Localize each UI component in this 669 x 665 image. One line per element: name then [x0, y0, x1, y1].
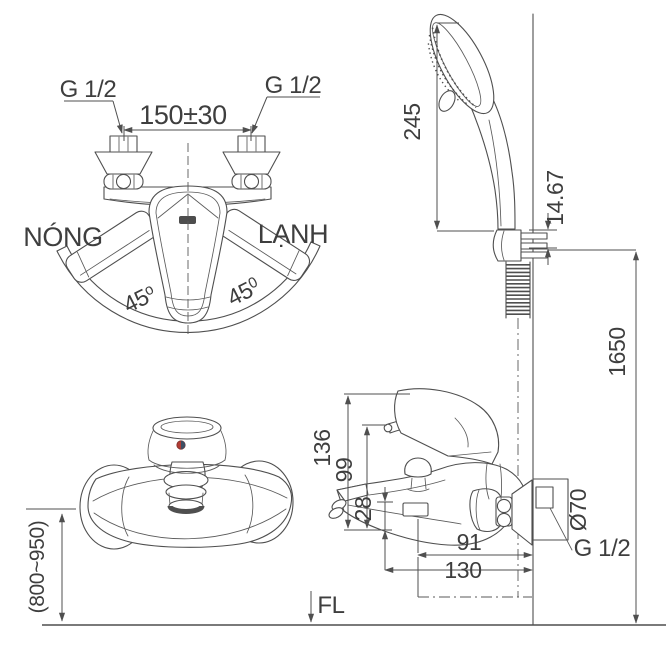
spout-outlet-ring [328, 507, 344, 519]
mixer-lever-handle [394, 388, 500, 465]
eccentric-connector [469, 488, 502, 532]
mixer-side-view: 136 99 28 91 130 Ø70 G 1/2 [309, 388, 631, 598]
escutcheon-diameter-label: Ø70 [565, 489, 591, 531]
aerator-face [167, 505, 205, 514]
thread-label-right: G 1/2 [265, 72, 322, 99]
shower-head [427, 13, 495, 115]
shower-bracket [492, 229, 548, 262]
mount-height-dimension: (800~950) [26, 508, 76, 622]
front-view-dimensions: 150±30 G 1/2 G 1/2 NÓNG LẠNH 45o 450 [23, 72, 328, 318]
wall-thread-leader [549, 507, 573, 551]
mixer-front-view: 150±30 G 1/2 G 1/2 NÓNG LẠNH 45o 450 [23, 72, 329, 338]
body-height-dim-text: 99 [331, 458, 357, 483]
cone-escutcheon [511, 479, 533, 546]
center-distance-dim-text: 150±30 [139, 100, 227, 130]
floor-level-marker: FL [307, 591, 345, 623]
inlet-right [222, 135, 281, 190]
inlet-left [94, 135, 153, 190]
spout-reach-dim-text: 91 [457, 529, 482, 555]
handle-position-right [218, 208, 311, 281]
side-view-dimensions: 136 99 28 91 130 Ø70 G 1/2 [309, 393, 631, 598]
in-wall-fitting [532, 478, 569, 541]
install-height-dim-text: 1650 [604, 327, 630, 377]
overall-reach-dim-text: 130 [444, 557, 481, 583]
spout-aerator [402, 502, 429, 517]
wall-thread-label: G 1/2 [574, 535, 631, 562]
top-view-handle [147, 416, 227, 474]
overall-height-dim-text: 136 [309, 429, 335, 466]
mixer-top-view: (800~950) [26, 416, 294, 622]
brand-logo-mark [179, 216, 196, 224]
mount-height-range-text: (800~950) [26, 521, 49, 614]
top-view-spout [163, 470, 209, 514]
shower-mode-button [438, 90, 456, 112]
bracket-offset-dim-text: 14.67 [542, 170, 568, 226]
hot-label: NÓNG [23, 221, 102, 252]
spout-drop-dim-text: 28 [350, 497, 376, 522]
install-height-dimension: 1650 [548, 249, 640, 624]
lever-tip [383, 423, 393, 433]
head-length-dim-text: 245 [399, 103, 425, 140]
wall-thread-fitting [535, 486, 554, 509]
head-length-dimension: 245 [399, 22, 494, 232]
handle-position-left [65, 210, 158, 283]
angle-right-label: 450 [223, 273, 264, 311]
shower-handle [467, 87, 516, 230]
indicator-dot-cold-half [181, 440, 186, 450]
shower-hose [505, 261, 531, 597]
bracket-offset-dimension: 14.67 [529, 170, 568, 265]
thread-label-left: G 1/2 [60, 76, 117, 103]
shower-handle-line [488, 119, 502, 227]
floor-level-label: FL [317, 592, 344, 619]
angle-left-label: 45o [119, 280, 160, 318]
diverter-knob [404, 457, 432, 492]
cartridge-neck [485, 463, 490, 500]
hand-shower-assembly: 245 14.67 1650 [399, 13, 640, 624]
cold-label: LẠNH [258, 219, 328, 249]
